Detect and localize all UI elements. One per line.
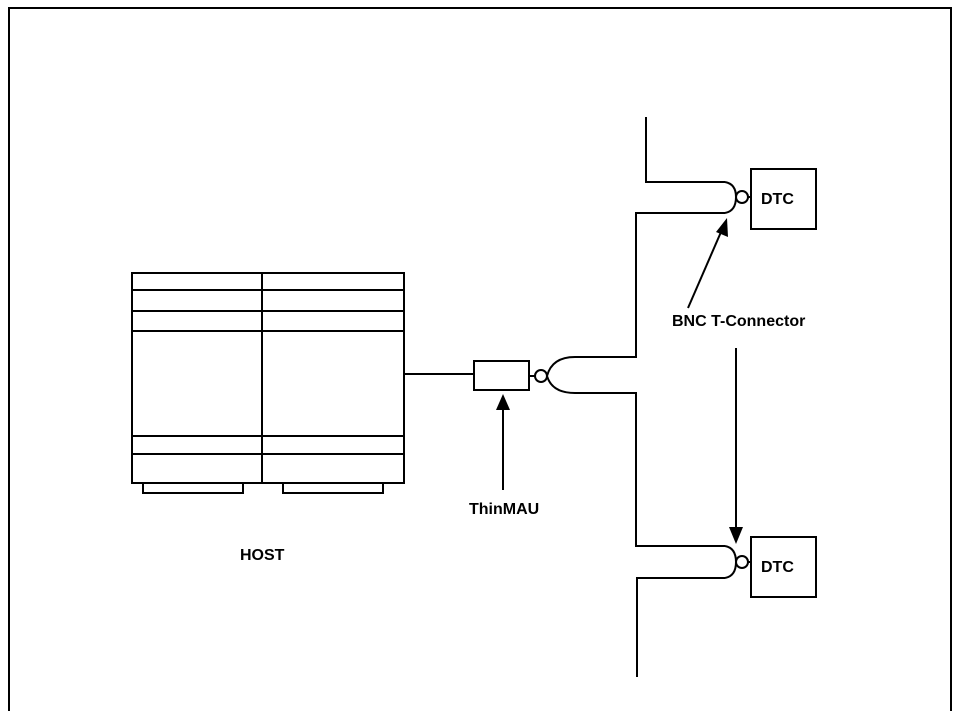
coax-segment-bottom bbox=[636, 577, 725, 677]
bnc-arrow-bottom bbox=[729, 348, 743, 544]
host-computer-cabinet-icon bbox=[131, 272, 405, 494]
dtc-top-label: DTC bbox=[761, 191, 794, 208]
dtc-bottom-label: DTC bbox=[761, 559, 794, 576]
bnc-arrow-top bbox=[687, 218, 728, 309]
bnc-t-connector-icon bbox=[529, 356, 576, 394]
dtc-top-box bbox=[750, 168, 817, 230]
host-label: HOST bbox=[240, 547, 285, 564]
thinmau-arrow bbox=[496, 394, 510, 490]
coax-segment-top bbox=[645, 117, 725, 183]
coax-cable-up bbox=[575, 212, 725, 358]
dtc-bottom-box bbox=[750, 536, 817, 598]
thinmau-box bbox=[473, 360, 530, 391]
coax-cable-down bbox=[575, 392, 725, 547]
bnc-t-connector-icon bbox=[724, 545, 751, 579]
thinmau-label: ThinMAU bbox=[469, 501, 539, 518]
bnc-label: BNC T-Connector bbox=[672, 313, 805, 330]
